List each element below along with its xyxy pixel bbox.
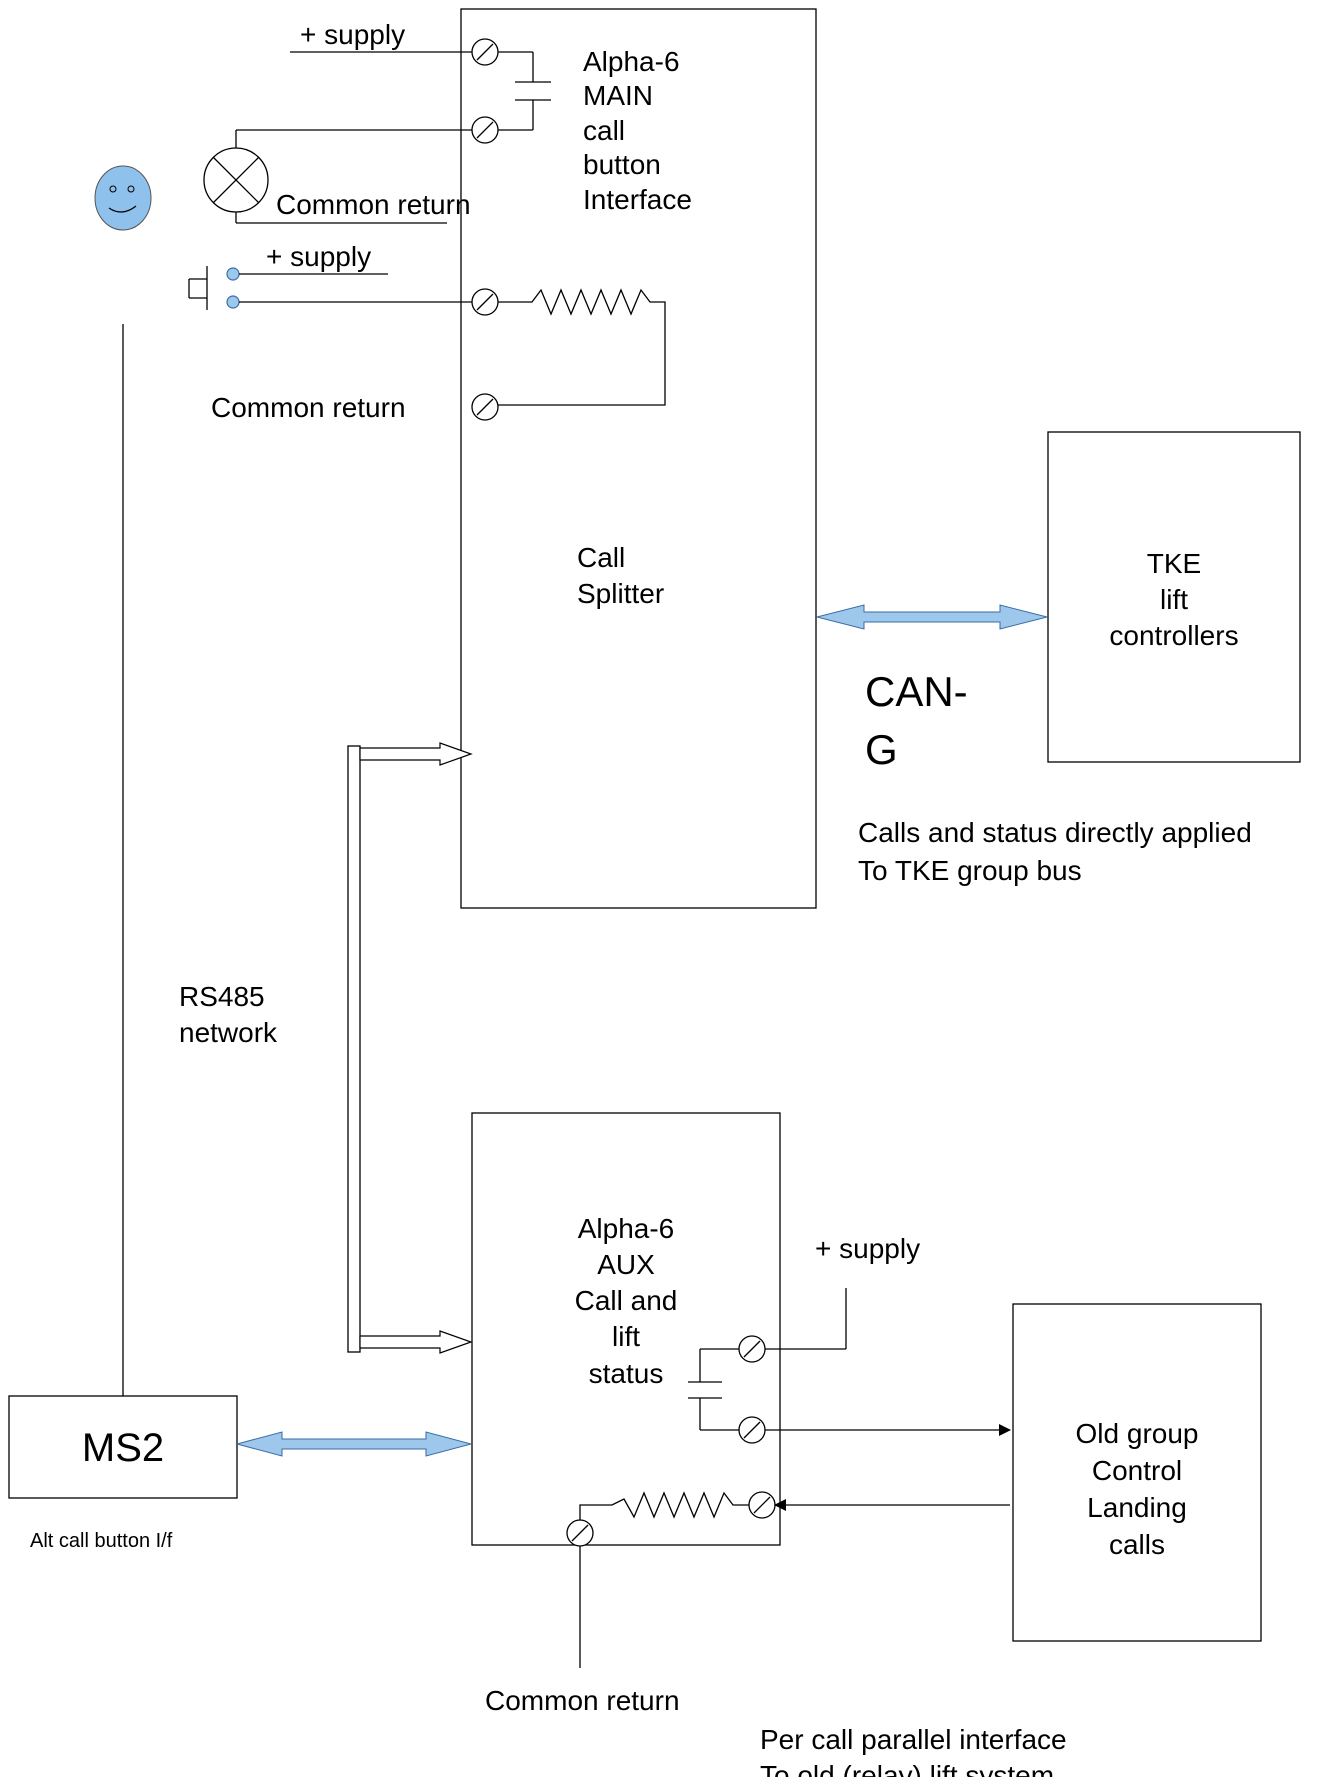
tke-note-line-2: To TKE group bus <box>858 855 1082 886</box>
parallel-note-line-1: Per call parallel interface <box>760 1724 1067 1755</box>
parallel-note-line-2: To old (relay) lift system <box>760 1760 1054 1777</box>
supply-aux-label: + supply <box>815 1233 920 1264</box>
call-splitter-line-1: Call <box>577 542 625 573</box>
tke-note-line-1: Calls and status directly applied <box>858 817 1252 848</box>
old-group-line-1: Old group <box>1076 1418 1199 1449</box>
supply-top-label: + supply <box>300 19 405 50</box>
ms2-box <box>8 1395 238 1499</box>
ms2-caption: Alt call button I/f <box>30 1530 173 1552</box>
common-return-aux-label: Common return <box>485 1685 680 1716</box>
rs485-arrow-top <box>359 742 473 766</box>
main-interface-line-2: MAIN <box>583 80 653 111</box>
rs485-line-1: RS485 <box>179 981 265 1012</box>
ms2-label: MS2 <box>82 1426 164 1470</box>
can-label-line-2: G <box>865 726 898 773</box>
aux-line-3: Call and <box>575 1285 678 1316</box>
tke-line-1: TKE <box>1147 548 1201 579</box>
common-return-lamp-label: Common return <box>276 189 471 220</box>
main-interface-line-4: button <box>583 149 661 180</box>
can-label-line-1: CAN- <box>865 668 968 715</box>
aux-line-4: lift <box>612 1321 640 1352</box>
main-interface-box <box>460 8 817 909</box>
can-bus-arrow <box>816 604 1048 630</box>
main-interface-line-1: Alpha-6 <box>583 46 680 77</box>
aux-line-5: status <box>589 1358 664 1389</box>
tke-controllers-box <box>1047 431 1301 763</box>
aux-interface-box <box>471 1112 781 1546</box>
old-group-line-2: Control <box>1092 1455 1182 1486</box>
rs485-arrow-bottom <box>359 1330 473 1354</box>
rs485-line-2: network <box>179 1017 278 1048</box>
old-group-box <box>1012 1303 1262 1642</box>
supply-button-label: + supply <box>266 241 371 272</box>
aux-line-2: AUX <box>597 1249 655 1280</box>
push-button-icon <box>188 266 240 310</box>
user-face-icon <box>94 165 152 231</box>
old-group-line-3: Landing <box>1087 1492 1187 1523</box>
main-interface-line-3: call <box>583 115 625 146</box>
rs485-bus-bar <box>347 745 361 1353</box>
ms2-link-arrow <box>235 1431 473 1457</box>
aux-line-1: Alpha-6 <box>578 1213 675 1244</box>
common-return-button-label: Common return <box>211 392 406 423</box>
call-splitter-line-2: Splitter <box>577 578 664 609</box>
old-group-line-4: calls <box>1109 1529 1165 1560</box>
tke-line-3: controllers <box>1109 620 1238 651</box>
tke-line-2: lift <box>1160 584 1188 615</box>
main-interface-line-5: Interface <box>583 184 692 215</box>
